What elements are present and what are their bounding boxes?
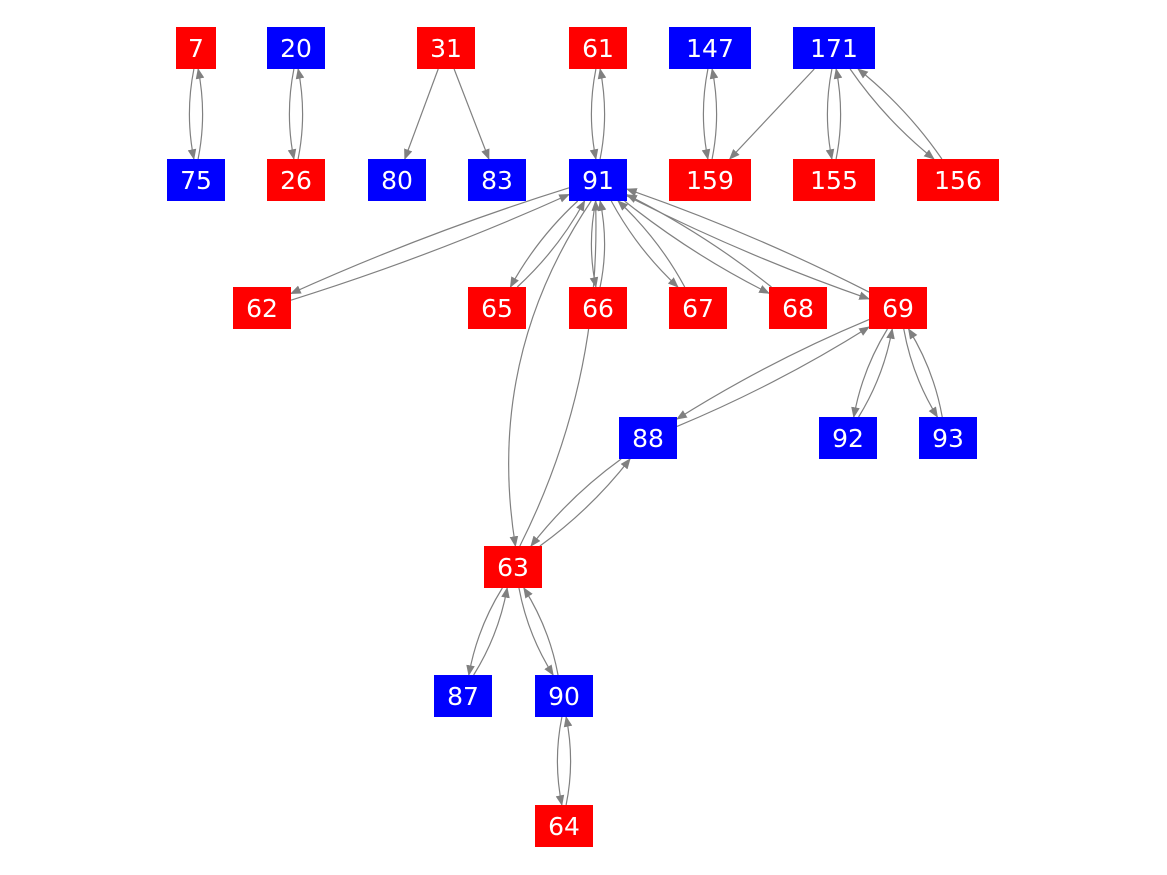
edge-91-to-62 <box>290 187 570 295</box>
node-68[interactable]: 68 <box>769 287 827 329</box>
edge-63-to-87 <box>466 587 503 677</box>
node-65[interactable]: 65 <box>468 287 526 329</box>
edge-91-to-68 <box>624 200 770 294</box>
edge-66-to-91 <box>597 199 607 288</box>
node-62[interactable]: 62 <box>233 287 291 329</box>
node-26[interactable]: 26 <box>267 159 325 201</box>
edge-63-to-91 <box>519 199 601 547</box>
edge-93-to-69 <box>908 328 943 418</box>
edge-69-to-93 <box>903 328 938 418</box>
edge-64-to-90 <box>563 715 573 806</box>
edge-92-to-69 <box>858 327 895 418</box>
node-147[interactable]: 147 <box>669 27 751 69</box>
node-66[interactable]: 66 <box>569 287 627 329</box>
node-92[interactable]: 92 <box>819 417 877 459</box>
node-67[interactable]: 67 <box>669 287 727 329</box>
edge-156-to-171 <box>857 68 943 160</box>
edge-91-to-69 <box>626 195 871 300</box>
node-75[interactable]: 75 <box>167 159 225 201</box>
node-90[interactable]: 90 <box>535 675 593 717</box>
node-7[interactable]: 7 <box>176 27 216 69</box>
edge-88-to-69 <box>676 326 870 427</box>
edge-91-to-61 <box>597 67 607 160</box>
node-64[interactable]: 64 <box>535 805 593 847</box>
edge-91-to-65 <box>509 200 579 288</box>
edge-155-to-171 <box>833 67 843 160</box>
edge-31-to-80 <box>404 68 439 161</box>
edge-61-to-91 <box>589 68 599 161</box>
node-20[interactable]: 20 <box>267 27 325 69</box>
edge-69-to-92 <box>851 328 888 419</box>
edge-91-to-63 <box>508 200 592 548</box>
node-31[interactable]: 31 <box>417 27 475 69</box>
node-87[interactable]: 87 <box>434 675 492 717</box>
node-93[interactable]: 93 <box>919 417 977 459</box>
edge-91-to-66 <box>589 200 599 289</box>
node-80[interactable]: 80 <box>368 159 426 201</box>
node-69[interactable]: 69 <box>869 287 927 329</box>
edge-26-to-20 <box>295 67 305 160</box>
edge-7-to-75 <box>187 68 197 161</box>
edge-171-to-155 <box>825 68 835 161</box>
edge-62-to-91 <box>290 193 570 301</box>
edge-159-to-147 <box>709 67 719 160</box>
node-156[interactable]: 156 <box>917 159 999 201</box>
node-83[interactable]: 83 <box>468 159 526 201</box>
edge-63-to-90 <box>518 587 554 676</box>
node-155[interactable]: 155 <box>793 159 875 201</box>
edge-91-to-67 <box>610 200 679 288</box>
edge-68-to-91 <box>626 194 772 288</box>
edge-65-to-91 <box>516 200 586 288</box>
edge-147-to-159 <box>701 68 711 161</box>
node-159[interactable]: 159 <box>669 159 751 201</box>
edge-171-to-159 <box>728 68 815 160</box>
edge-63-to-88 <box>539 458 631 547</box>
edge-69-to-91 <box>625 188 870 293</box>
edge-20-to-26 <box>287 68 297 161</box>
node-61[interactable]: 61 <box>569 27 627 69</box>
node-63[interactable]: 63 <box>484 546 542 588</box>
edge-67-to-91 <box>617 200 686 288</box>
edge-88-to-63 <box>530 458 622 547</box>
edge-69-to-88 <box>676 319 870 420</box>
edge-171-to-156 <box>849 68 935 160</box>
node-88[interactable]: 88 <box>619 417 677 459</box>
edge-75-to-7 <box>195 67 205 160</box>
node-91[interactable]: 91 <box>569 159 627 201</box>
edge-90-to-64 <box>555 716 565 807</box>
edge-90-to-63 <box>523 587 559 676</box>
edge-87-to-63 <box>473 586 510 676</box>
node-171[interactable]: 171 <box>793 27 875 69</box>
edge-31-to-83 <box>453 68 490 161</box>
